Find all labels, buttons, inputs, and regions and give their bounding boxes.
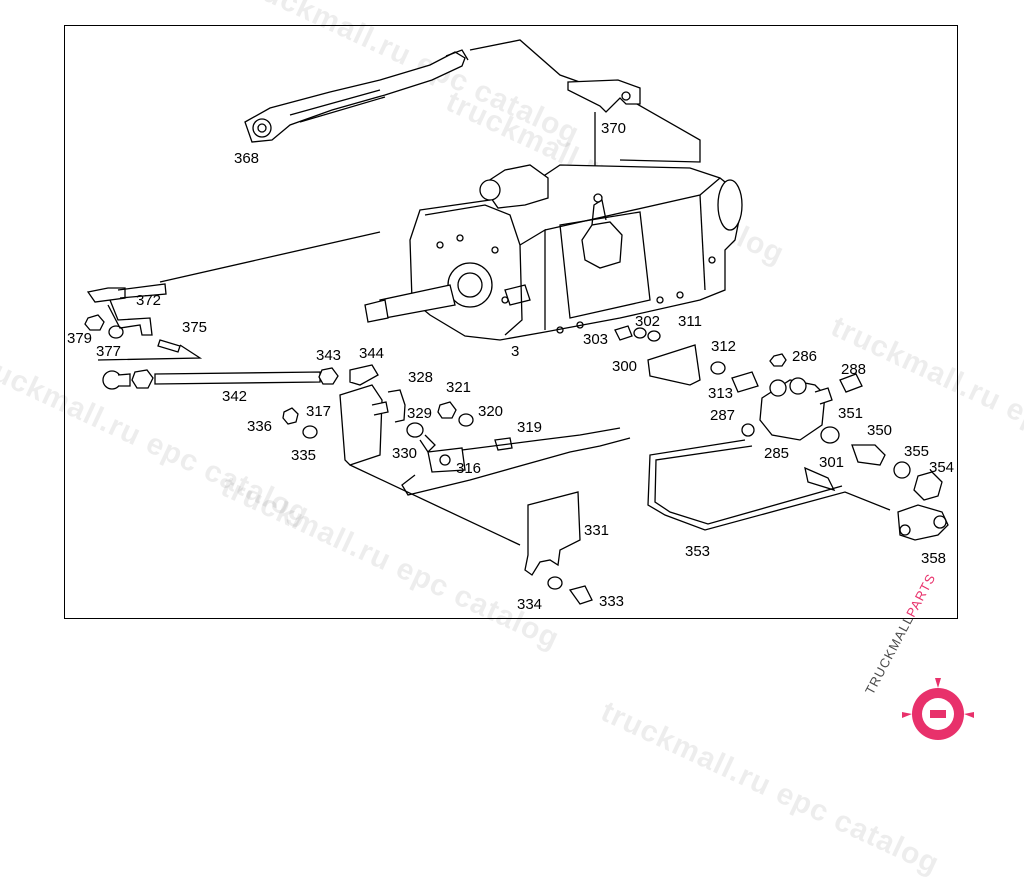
part-label: 353 [685, 543, 711, 560]
brand-logo: TRUCKMALLPARTS [858, 571, 1018, 748]
part-label: 312 [711, 338, 737, 355]
part-label: 368 [234, 150, 260, 167]
part-label: 301 [819, 454, 845, 471]
part-label: 288 [841, 361, 867, 378]
part-label: 355 [904, 443, 930, 460]
cover-plate-part [524, 491, 581, 576]
ball-socket-part [349, 364, 379, 386]
part-label: 333 [599, 593, 625, 610]
part-label: 319 [517, 419, 543, 436]
diagram-frame [64, 25, 958, 619]
part-label: 321 [446, 379, 472, 396]
part-label: 285 [764, 445, 790, 462]
part-label: 303 [583, 331, 609, 348]
part-label: 343 [316, 347, 342, 364]
valve-plate-group [282, 384, 631, 546]
part-label: 300 [612, 358, 638, 375]
part-label: 372 [136, 292, 162, 309]
part-label: 377 [96, 343, 122, 360]
part-label: 328 [408, 369, 434, 386]
part-label: 375 [182, 319, 208, 336]
part-label: 302 [635, 313, 661, 330]
part-label: 316 [456, 460, 482, 477]
stud-part [157, 339, 181, 353]
bracket-part [647, 344, 701, 386]
part-label: 358 [921, 550, 947, 567]
part-label: 344 [359, 345, 385, 362]
nut-part [318, 367, 339, 385]
washer-part [647, 330, 661, 342]
leader-line [469, 39, 701, 163]
part-label: 317 [306, 403, 332, 420]
gear-icon [902, 678, 974, 740]
nut-part [84, 314, 105, 331]
washer-part [710, 361, 726, 375]
transmission-housing [364, 164, 743, 341]
nut-part [131, 369, 154, 389]
part-label: 286 [792, 348, 818, 365]
nut-part [614, 325, 633, 341]
washer-part [633, 327, 647, 339]
part-label: 287 [710, 407, 736, 424]
rod-end-part [86, 283, 167, 336]
part-label: 311 [678, 313, 702, 330]
part-label: 350 [867, 422, 893, 439]
bracket-part [567, 79, 641, 180]
part-label: 336 [247, 418, 273, 435]
part-label: 370 [601, 120, 627, 137]
part-label: 329 [407, 405, 433, 422]
part-label: 3 [511, 343, 520, 360]
shift-lever-part [244, 49, 469, 143]
washer-part [547, 576, 563, 590]
leader-line [159, 231, 381, 283]
threaded-rod-part [154, 371, 321, 385]
leader-line [97, 344, 203, 361]
part-label: 342 [222, 388, 248, 405]
control-valve-part [741, 353, 943, 501]
washer-part [108, 325, 124, 339]
parts-drawing [84, 39, 949, 605]
part-label: 351 [838, 405, 864, 422]
part-label: 330 [392, 445, 418, 462]
part-label: 331 [584, 522, 610, 539]
part-label: 313 [708, 385, 734, 402]
pipe-part [647, 439, 891, 531]
part-label: 354 [929, 459, 955, 476]
part-label: 320 [478, 403, 504, 420]
bolt-part [568, 585, 593, 605]
bolt-part [731, 371, 759, 393]
part-label: 335 [291, 447, 317, 464]
part-label: 379 [67, 330, 93, 347]
part-label: 334 [517, 596, 543, 613]
